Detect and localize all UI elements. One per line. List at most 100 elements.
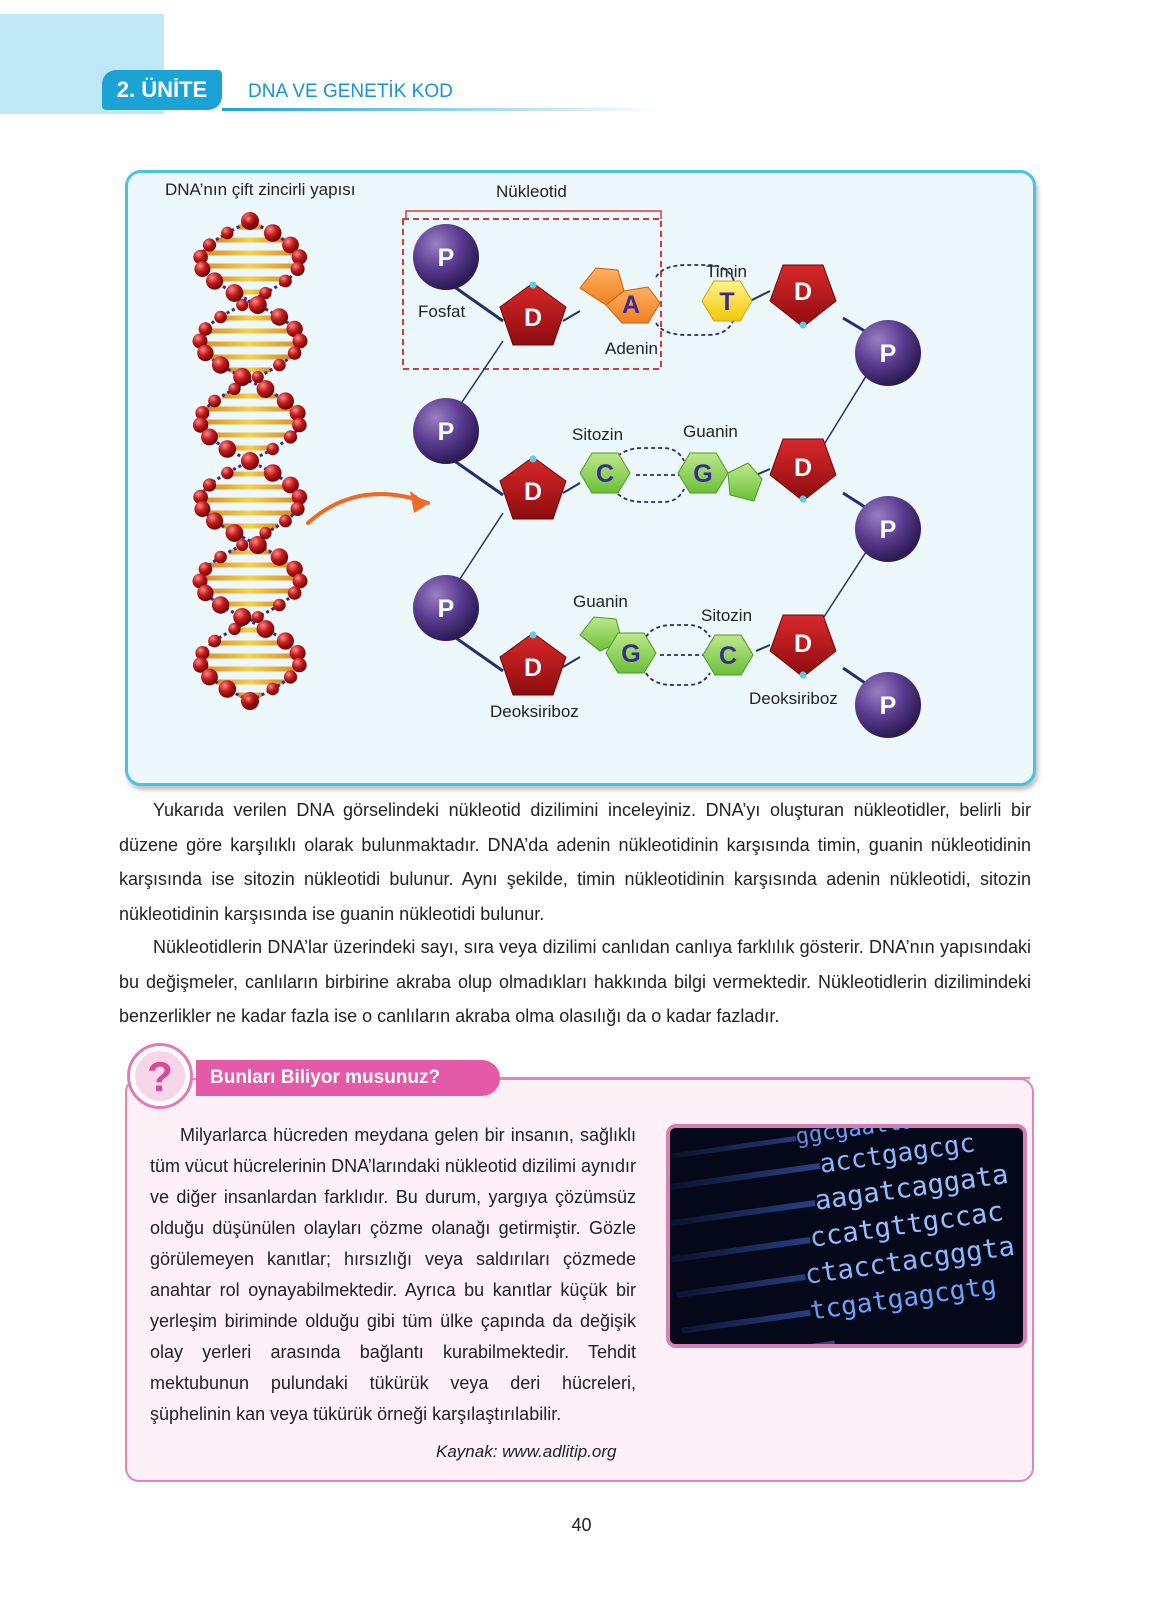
unit-badge: 2. ÜNİTE: [102, 70, 222, 110]
helix-atom: [287, 346, 302, 360]
pointer-arrow-icon: [306, 492, 430, 525]
helix-atom: [221, 226, 234, 240]
helix-atom: [211, 356, 230, 374]
helix-atom: [193, 489, 208, 505]
helix-atom: [263, 224, 282, 242]
info-box-title: Bunları Biliyor musunuz?: [196, 1060, 500, 1096]
helix-base-pair: [225, 445, 275, 451]
base-letter-g: G: [693, 460, 712, 488]
phosphate-molecule: [855, 320, 921, 386]
helix-atom: [208, 634, 221, 648]
helix-base-pair: [200, 419, 300, 425]
helix-atom: [228, 382, 241, 396]
helix-atom: [206, 512, 224, 530]
deoxyribose-sugar: [499, 456, 567, 520]
helix-base-pair: [216, 679, 284, 685]
helix-base-pair: [202, 250, 298, 256]
helix-base-pair: [222, 523, 278, 529]
helix-atom: [292, 417, 307, 433]
base-letter-c: C: [596, 460, 614, 488]
label-sitozin: Sitozin: [701, 606, 752, 625]
cytosine-base: [579, 452, 631, 494]
helix-base-pair: [205, 510, 295, 516]
helix-base-pair: [225, 471, 275, 477]
helix-atom: [279, 514, 292, 528]
phosphate-molecule: [413, 224, 479, 290]
label-deoksiriboz: Deoksiriboz: [490, 702, 579, 721]
helix-atom: [195, 406, 210, 420]
phosphate-molecule: [413, 575, 479, 641]
adenine-base: [605, 286, 661, 324]
deoxyribose-sugar: [769, 614, 837, 678]
label-guanin: Guanin: [683, 422, 738, 441]
helix-atom: [286, 320, 303, 338]
helix-base-pair: [200, 263, 300, 269]
helix-atom: [290, 502, 305, 516]
helix-atom: [270, 308, 289, 326]
deoxyribose-letter: D: [794, 278, 812, 306]
helix-atom: [292, 573, 308, 589]
helix-base-pair: [203, 588, 297, 594]
sugar-base-bond: [755, 468, 771, 476]
sugar-base-bond: [562, 656, 581, 668]
info-box-text: Milyarlarca hücreden meydana gelen bir i…: [150, 1125, 636, 1424]
dna-sequence-photo: ggcgaattatttga acctgagcgc aagatcaggata c…: [666, 1124, 1027, 1348]
helix-base-pair: [207, 432, 293, 438]
bond-dot: [529, 631, 537, 639]
helix-atom: [202, 478, 217, 492]
phosphate-letter: P: [438, 595, 455, 623]
adenine-base: [579, 267, 625, 306]
backbone-bond: [455, 340, 504, 412]
helix-atom: [202, 238, 217, 252]
phosphate-letter: P: [880, 516, 897, 544]
helix-atom: [248, 296, 267, 314]
helix-atom: [291, 489, 308, 505]
sugar-base-bond: [749, 290, 771, 302]
hydrogen-bond: [645, 672, 711, 686]
helix-base-pair: [216, 237, 284, 243]
label-timin: Timin: [706, 262, 747, 281]
thymine-base: [701, 280, 753, 322]
label-guanin: Guanin: [573, 592, 628, 611]
helix-atom: [197, 584, 214, 602]
base-letter-c: C: [719, 642, 737, 670]
sugar-base-bond: [562, 482, 581, 494]
helix-caption: DNA’nın çift zincirli yapısı: [165, 180, 356, 199]
helix-atom: [270, 548, 289, 566]
helix-atom: [241, 452, 259, 470]
helix-base-pair: [205, 406, 295, 412]
helix-atom: [276, 392, 294, 410]
helix-atom: [259, 526, 272, 540]
phosphate-molecule: [855, 496, 921, 562]
helix-atom: [263, 464, 282, 482]
helix-base-pair: [202, 666, 298, 672]
helix-atom: [192, 417, 209, 433]
helix-atom: [236, 539, 249, 551]
guanine-base: [579, 616, 623, 652]
backbone-bond: [842, 666, 869, 687]
cytosine-base: [702, 634, 754, 676]
label-fosfat: Fosfat: [418, 302, 466, 321]
helix-atom: [233, 368, 252, 386]
phosphate-letter: P: [880, 692, 897, 720]
helix-base-pair: [200, 341, 300, 347]
deoxyribose-sugar: [769, 264, 837, 328]
nucleotide-bracket: [405, 210, 662, 219]
hydrogen-bond: [655, 264, 735, 282]
helix-atom: [192, 573, 208, 589]
chapter-title: DNA VE GENETİK KOD: [248, 81, 453, 102]
helix-base-pair: [219, 601, 281, 607]
source-citation: Kaynak: www.adlitip.org: [436, 1442, 617, 1461]
helix-atom: [198, 322, 213, 336]
helix-base-pair: [200, 653, 300, 659]
helix-atom: [192, 657, 209, 673]
helix-atom: [292, 657, 307, 673]
hydrogen-bond: [612, 488, 685, 503]
base-letter-g: G: [621, 640, 640, 668]
deoxyribose-sugar: [499, 282, 567, 346]
deoxyribose-letter: D: [524, 478, 542, 506]
guanine-base: [605, 632, 657, 674]
info-title-line: [500, 1077, 1030, 1079]
helix-atom: [228, 622, 241, 636]
helix-base-pair: [207, 484, 293, 490]
